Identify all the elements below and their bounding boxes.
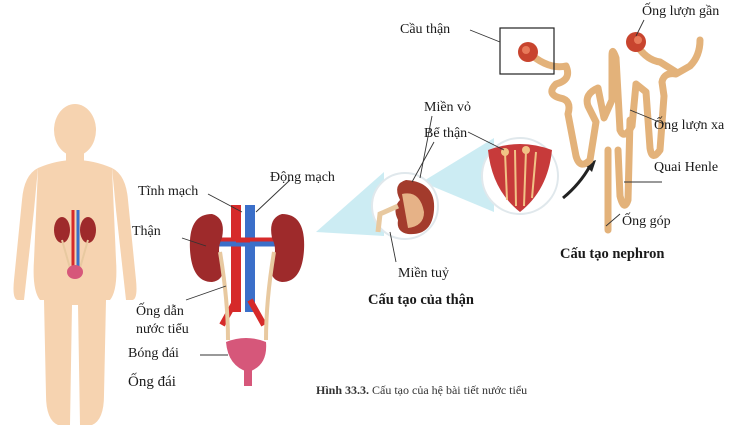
- label-ong-gop: Ống góp: [622, 214, 671, 229]
- label-ong-luon-xa: Ống lượn xa: [654, 118, 725, 133]
- urinary-system: [189, 205, 305, 386]
- glomerulus-zoom-box: [499, 27, 555, 75]
- label-tinh-mach: Tĩnh mạch: [138, 184, 199, 199]
- caption-number: Hình 33.3.: [316, 383, 370, 397]
- label-dong-mach: Động mạch: [270, 170, 335, 185]
- label-ong-dan-2: nước tiểu: [136, 322, 189, 337]
- label-mien-tuy: Miền tuỷ: [398, 266, 449, 281]
- label-cau-than: Cầu thận: [400, 22, 451, 37]
- label-than: Thận: [132, 224, 161, 239]
- label-quai-henle: Quai Henle: [654, 160, 719, 175]
- label-bong-dai: Bóng đái: [128, 346, 179, 361]
- right-kidney: [271, 214, 305, 282]
- label-ong-luon-gan: Ống lượn gần: [642, 4, 720, 19]
- medulla-closeup: [481, 137, 559, 215]
- left-kidney: [189, 214, 223, 282]
- human-body: [13, 104, 137, 425]
- label-ong-dai: Ống đái: [128, 374, 176, 390]
- bladder: [226, 338, 267, 372]
- title-cau-tao-nephron: Cấu tạo nephron: [560, 246, 665, 262]
- glomeruli: [518, 32, 646, 62]
- caption-text: Cấu tạo của hệ bài tiết nước tiểu: [372, 383, 528, 397]
- figure-caption: Hình 33.3. Cấu tạo của hệ bài tiết nước …: [316, 382, 527, 398]
- leader-lines: [181, 19, 665, 356]
- label-mien-vo: Miền vỏ: [424, 100, 472, 115]
- title-cau-tao-cua-than: Cấu tạo của thận: [368, 292, 474, 308]
- kidney-section: [371, 172, 439, 240]
- label-ong-dan-1: Ống dẫn: [136, 304, 184, 319]
- label-be-than: Bể thận: [424, 126, 468, 141]
